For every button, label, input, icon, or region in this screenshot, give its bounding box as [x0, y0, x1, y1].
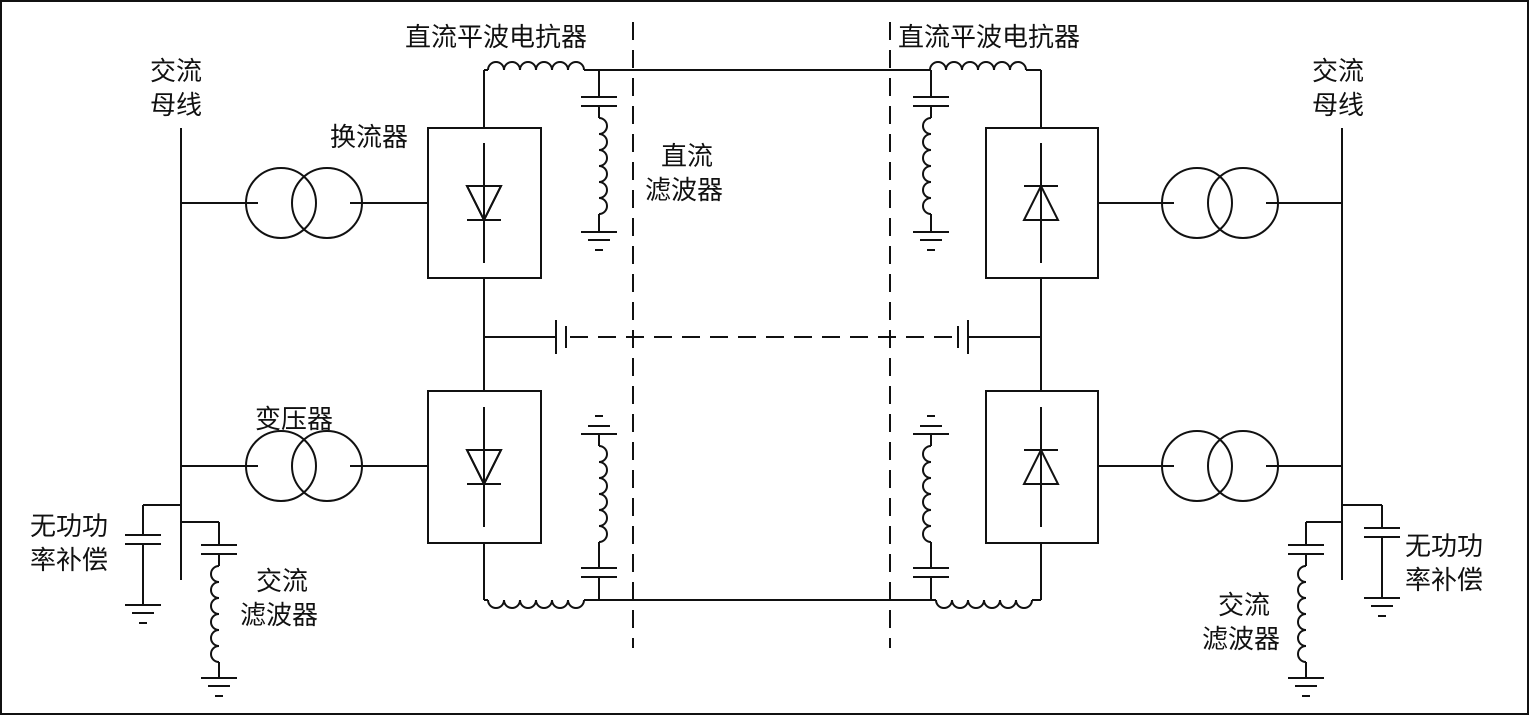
transformer-upper-right: [1161, 167, 1279, 239]
ac-bus-left-label-1: 交流: [150, 57, 202, 87]
ground-acfilter-right-icon: [1287, 677, 1325, 697]
dc-filter-cap-lower-left: [580, 567, 618, 578]
dc-filter-cap-upper-right: [912, 96, 950, 107]
dc-filter-coil-upper-right: [922, 117, 932, 215]
dc-filter-coil-lower-right: [922, 445, 932, 543]
dc-filter-coil-upper-left: [598, 117, 608, 215]
reactive-comp-left-label-1: 无功功: [30, 512, 108, 542]
ground-reactive-left-icon: [124, 604, 162, 624]
dc-filter-label-2: 滤波器: [645, 176, 723, 206]
ground-upper-right-icon: [912, 231, 950, 251]
dc-reactor-left-label: 直流平波电抗器: [405, 23, 587, 53]
dc-filter-coil-lower-left: [598, 445, 608, 543]
ground-upper-left-icon: [580, 231, 618, 251]
converter-label: 换流器: [330, 123, 408, 153]
dc-reactor-upper-right: [929, 61, 1027, 71]
ac-filter-coil-right: [1297, 565, 1307, 663]
reactive-comp-right-label-2: 率补偿: [1405, 566, 1483, 596]
dc-filter-label-1: 直流: [661, 142, 713, 172]
dc-reactor-right-label: 直流平波电抗器: [898, 23, 1080, 53]
ground-acfilter-left-icon: [200, 677, 238, 697]
ac-filter-cap-left: [200, 544, 238, 555]
ac-bus-left-label-2: 母线: [150, 91, 202, 121]
left-station: [124, 61, 890, 697]
reactive-comp-right-label-1: 无功功: [1405, 532, 1483, 562]
transformer-lower-left: [245, 430, 363, 502]
ac-filter-right-label-1: 交流: [1218, 591, 1270, 621]
ground-reactive-right-icon: [1363, 597, 1401, 617]
reactive-comp-cap-right: [1363, 527, 1401, 538]
ac-filter-cap-right: [1287, 544, 1325, 555]
ground-lower-right-icon: [912, 415, 950, 435]
dc-reactor-upper-left: [487, 61, 585, 71]
reactive-comp-left-label-2: 率补偿: [30, 546, 108, 576]
ac-bus-right-label-2: 母线: [1312, 91, 1364, 121]
dc-reactor-lower-right: [935, 599, 1033, 609]
ground-lower-left-icon: [580, 415, 618, 435]
transformer-lower-right: [1161, 430, 1279, 502]
ac-filter-right-label-2: 滤波器: [1202, 625, 1280, 655]
transformer-label: 变压器: [255, 405, 333, 435]
right-station: [890, 61, 1401, 697]
dc-filter-cap-upper-left: [580, 96, 618, 107]
dc-filter-cap-lower-right: [912, 567, 950, 578]
ac-bus-right-label-1: 交流: [1312, 57, 1364, 87]
ac-filter-left-label-1: 交流: [256, 567, 308, 597]
dc-reactor-lower-left: [487, 599, 585, 609]
ac-filter-left-label-2: 滤波器: [240, 601, 318, 631]
labels: 交流 母线 交流 母线 直流平波电抗器 直流平波电抗器 换流器 直流 滤波器 变…: [30, 23, 1483, 655]
transformer-upper-left: [245, 167, 363, 239]
reactive-comp-cap-left: [124, 534, 162, 545]
ac-filter-coil-left: [210, 565, 220, 663]
